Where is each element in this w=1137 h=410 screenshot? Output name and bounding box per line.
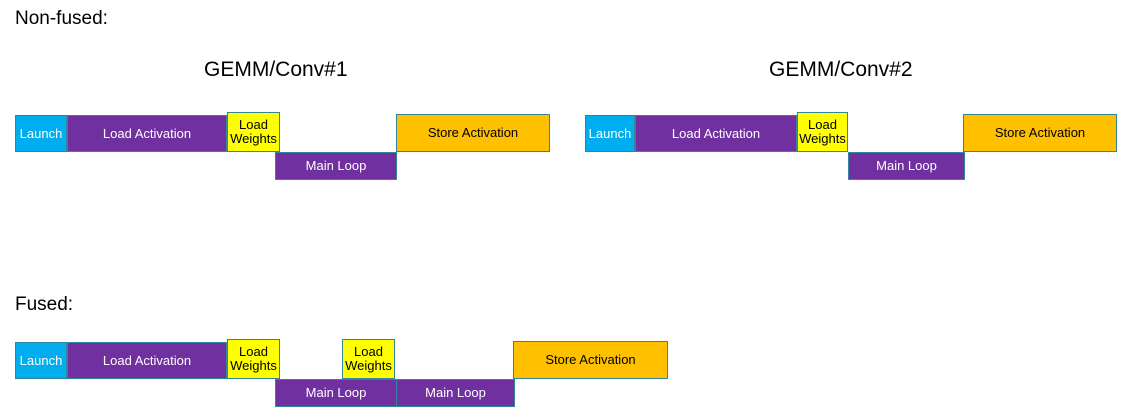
timeline-bar-label: Store Activation <box>545 352 636 368</box>
timeline-bar-label: Load Weights <box>230 344 277 373</box>
timeline-bar-nf2-load-activation[interactable]: Load Activation <box>635 115 797 152</box>
timeline-bar-label: Store Activation <box>994 125 1086 141</box>
timeline-bar-nf1-store-activation[interactable]: Store Activation <box>396 114 550 152</box>
timeline-bar-nf2-main-loop[interactable]: Main Loop <box>848 152 965 180</box>
timeline-bar-f-launch[interactable]: Launch <box>15 342 67 379</box>
timeline-bar-label: Launch <box>588 125 632 141</box>
section-label-non-fused: Non-fused: <box>15 8 108 29</box>
group-title-1: GEMM/Conv#1 <box>204 58 348 81</box>
timeline-bar-f-load-activation[interactable]: Load Activation <box>67 342 227 379</box>
timeline-bar-nf1-load-weights[interactable]: Load Weights <box>227 112 280 152</box>
timeline-bar-label: Main Loop <box>305 385 367 401</box>
timeline-bar-f-store-activation[interactable]: Store Activation <box>513 341 668 379</box>
timeline-bar-label: Launch <box>19 125 63 141</box>
timeline-bar-label: Load Weights <box>230 117 277 146</box>
timeline-bar-label: Main Loop <box>425 385 486 401</box>
timeline-bar-label: Store Activation <box>427 125 519 141</box>
timeline-bar-label: Load Weights <box>799 117 846 146</box>
timeline-bar-f-load-weights-2[interactable]: Load Weights <box>342 339 395 379</box>
timeline-bar-nf2-load-weights[interactable]: Load Weights <box>797 112 848 152</box>
timeline-bar-label: Launch <box>19 352 63 368</box>
section-label-fused: Fused: <box>15 294 74 315</box>
timeline-bar-nf2-launch[interactable]: Launch <box>585 115 635 152</box>
timeline-bar-label: Load Activation <box>671 125 761 141</box>
timeline-bar-f-load-weights-1[interactable]: Load Weights <box>227 339 280 379</box>
timeline-bar-nf1-main-loop[interactable]: Main Loop <box>275 152 397 180</box>
timeline-bar-label: Load Activation <box>102 352 192 368</box>
timeline-bar-label: Load Activation <box>102 125 192 141</box>
group-title-2: GEMM/Conv#2 <box>769 58 913 81</box>
timeline-bar-nf1-launch[interactable]: Launch <box>15 115 67 152</box>
timeline-bar-nf1-load-activation[interactable]: Load Activation <box>67 115 227 152</box>
timeline-bar-nf2-store-activation[interactable]: Store Activation <box>963 114 1117 152</box>
timeline-bar-label: Load Weights <box>345 344 392 373</box>
timeline-bar-label: Main Loop <box>305 158 367 174</box>
timeline-bar-f-main-loop-1[interactable]: Main Loop <box>275 379 397 407</box>
timeline-bar-label: Main Loop <box>876 158 937 174</box>
timeline-bar-f-main-loop-2[interactable]: Main Loop <box>396 379 515 407</box>
